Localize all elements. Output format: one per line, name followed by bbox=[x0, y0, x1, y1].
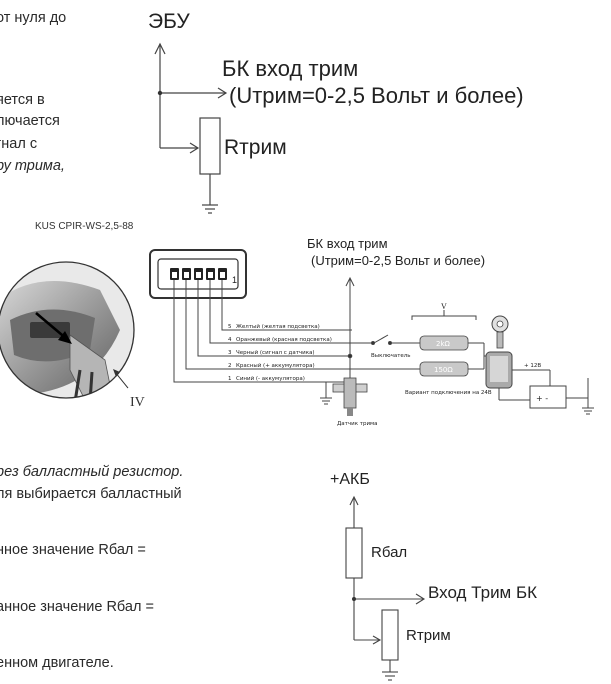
resistor-150: 150Ω bbox=[419, 361, 469, 377]
ground-symbols bbox=[320, 378, 594, 415]
bk-trim-input-label: БК вход трим bbox=[222, 56, 359, 81]
left-text-line-7: ля выбирается балластный bbox=[0, 486, 182, 502]
connector-title: KUS CPIR-WS-2,5-88 bbox=[35, 221, 134, 232]
bottom-junction-dot bbox=[352, 597, 356, 601]
switch-symbol bbox=[352, 334, 408, 345]
trim-sensor-label: Датчик трима bbox=[337, 421, 378, 427]
wire-4-label: Оранжевый (красная подсветка) bbox=[236, 336, 332, 343]
trim-sensor bbox=[332, 377, 368, 416]
battery-icon: + - bbox=[529, 385, 567, 409]
connector-wires bbox=[173, 280, 352, 383]
left-text-line-1: от нуля до bbox=[0, 10, 67, 26]
resistor-2k: 2kΩ bbox=[419, 335, 469, 351]
left-text-line-8: нное значение Rбал = bbox=[0, 542, 146, 558]
ecu-label: ЭБУ bbox=[148, 10, 190, 33]
wire-3-label: Черный (сигнал с датчика) bbox=[236, 349, 315, 356]
iv-pointer-arrow bbox=[113, 369, 120, 377]
connector-pin-one-label: 1 bbox=[232, 275, 237, 285]
svg-text:+ -: + - bbox=[536, 394, 548, 403]
left-text-line-6: рез балластный резистор. bbox=[0, 464, 184, 480]
top-junction-dot bbox=[157, 90, 163, 96]
top-right-arrow bbox=[217, 87, 228, 99]
wire-1-num: 1 bbox=[228, 376, 232, 382]
bottom-wiper-arrow bbox=[372, 635, 382, 645]
roman-v-label: V bbox=[441, 302, 447, 311]
trim-input-label: Вход Трим БК bbox=[428, 583, 538, 602]
left-text-line-2: яется в bbox=[0, 92, 45, 108]
left-text-line-3: лючается bbox=[0, 113, 60, 129]
switch-label: Выключатель bbox=[371, 353, 411, 359]
wire-1-label: Синий (- аккумулятора) bbox=[236, 375, 305, 382]
rbal-label: Rбал bbox=[371, 544, 408, 561]
left-text-line-10: енном двигателе. bbox=[0, 655, 114, 671]
photo-circle-border bbox=[0, 261, 135, 399]
variant-24v-label: Вариант подключения на 24В bbox=[405, 390, 492, 396]
key-icon bbox=[491, 315, 509, 349]
left-text-line-9: анное значение Rбал = bbox=[0, 599, 154, 615]
left-text-line-5: ру трима, bbox=[0, 158, 65, 174]
svg-text:150Ω: 150Ω bbox=[434, 366, 453, 374]
wire-5-num: 5 bbox=[228, 324, 232, 330]
wiring-bk-label: БК вход трим bbox=[307, 236, 388, 251]
trim-input-arrow bbox=[415, 593, 426, 605]
photo-arrow-head bbox=[58, 331, 72, 344]
roman-iv-label: IV bbox=[130, 395, 145, 410]
wire-3-num: 3 bbox=[228, 350, 232, 356]
rbal-resistor-box bbox=[345, 527, 363, 579]
svg-text:2kΩ: 2kΩ bbox=[436, 340, 451, 348]
wire-4-num: 4 bbox=[228, 337, 232, 343]
top-up-arrow bbox=[154, 42, 166, 55]
plus-12v-label: + 12В bbox=[524, 363, 541, 369]
wiring-voltage-label: (Uтрим=0-2,5 Вольт и более) bbox=[311, 253, 486, 268]
wire-2-num: 2 bbox=[228, 363, 232, 369]
bottom-rtrim-resistor-box bbox=[381, 609, 399, 661]
bottom-rtrim-label: Rтрим bbox=[406, 627, 451, 644]
left-text-line-4: гнал с bbox=[0, 136, 38, 152]
wire-2-label: Красный (+ аккумулятора) bbox=[236, 362, 315, 369]
wiper-arrow bbox=[189, 142, 200, 154]
rtrim-label: Rтрим bbox=[224, 136, 287, 159]
wire-5-label: Желтый (желтая подсветка) bbox=[236, 323, 320, 330]
voltage-range-label: (Uтрим=0-2,5 Вольт и более) bbox=[229, 83, 524, 108]
akb-label: +АКБ bbox=[330, 471, 370, 488]
akb-up-arrow bbox=[349, 495, 359, 506]
